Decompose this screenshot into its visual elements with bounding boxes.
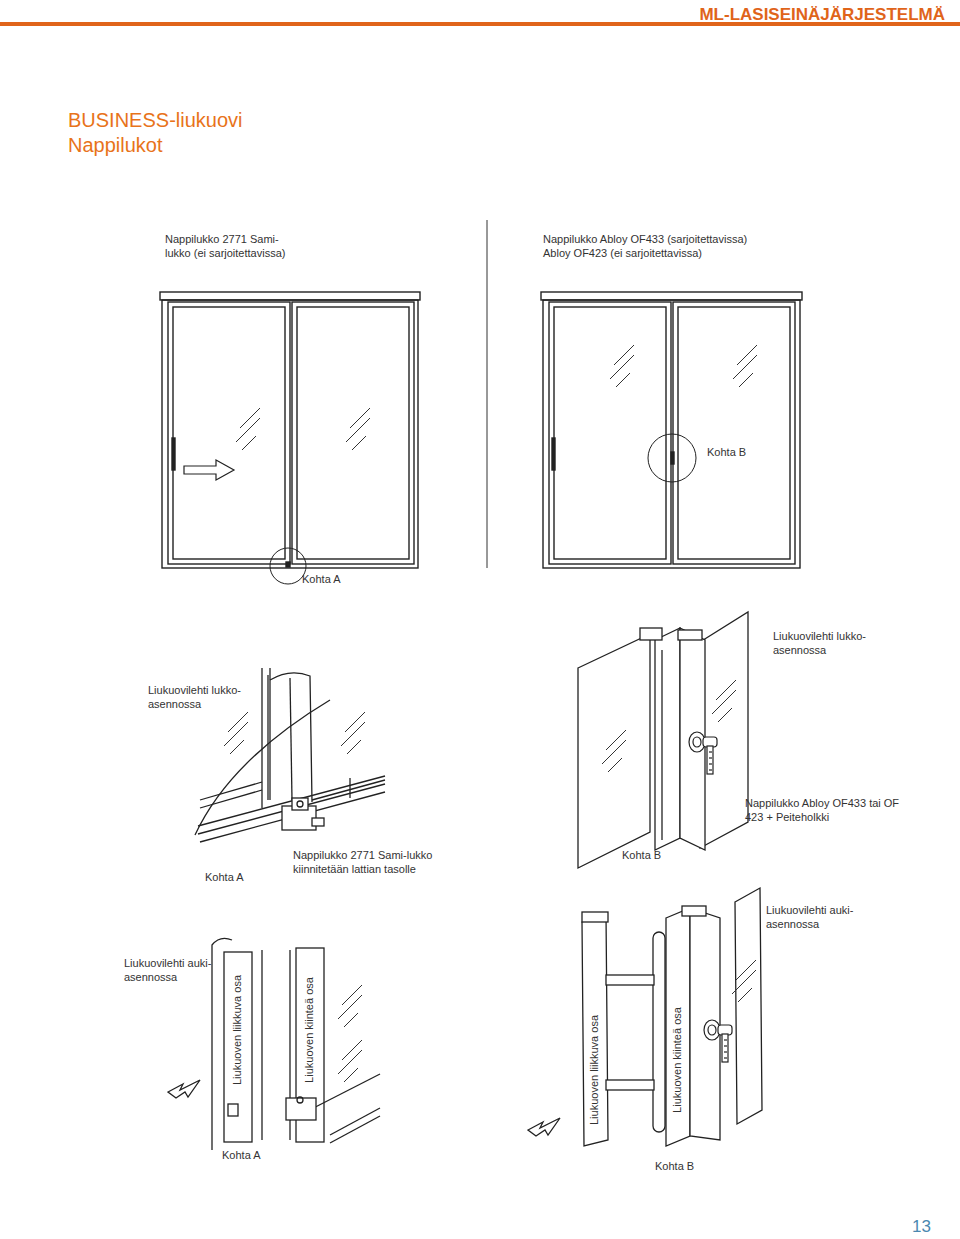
- lock-callout: Nappilukko Abloy OF433 tai OF 423 + Peit…: [745, 797, 915, 825]
- state-label: Liukuovilehti lukko-asennossa: [773, 630, 873, 658]
- lock-callout: Nappilukko Abloy OF433 (sarjoitettavissa…: [543, 233, 753, 261]
- page-number: 13: [912, 1216, 952, 1237]
- state-label: Liukuovilehti lukko-asennossa: [148, 684, 248, 712]
- header-title: ML-LASISEINÄJÄRJESTELMÄ: [699, 6, 945, 23]
- page-title: BUSINESS-liukuovi Nappilukot: [68, 108, 268, 158]
- detail-label: Kohta A: [205, 871, 275, 885]
- detail-label: Kohta B: [707, 446, 777, 460]
- lock-callout: Nappilukko 2771 Sami-lukko (ei sarjoitet…: [165, 233, 295, 261]
- detail-label: Kohta A: [222, 1149, 292, 1163]
- part-label: Liukuoven kiinteä osa: [303, 975, 317, 1085]
- detail-label: Kohta A: [302, 573, 372, 587]
- state-label: Liukuovilehti auki-asennossa: [124, 957, 224, 985]
- detail-label: Kohta B: [655, 1160, 725, 1174]
- part-label: Liukuoven kiinteä osa: [671, 1005, 685, 1115]
- detail-label: Kohta B: [622, 849, 692, 863]
- lock-callout: Nappilukko 2771 Sami-lukko kiinnitetään …: [293, 849, 473, 877]
- part-label: Liukuoven liikkuva osa: [588, 1013, 602, 1127]
- state-label: Liukuovilehti auki-asennossa: [766, 904, 866, 932]
- part-label: Liukuoven liikkuva osa: [231, 973, 245, 1087]
